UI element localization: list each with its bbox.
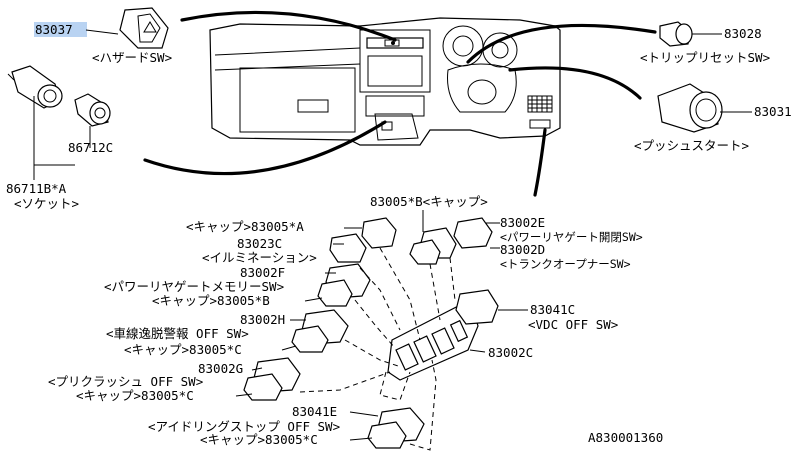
part-name-83023c: <イルミネーション>	[202, 250, 317, 265]
part-name-83028: <トリップリセットSW>	[640, 50, 770, 65]
part-number-83002c: 83002C	[488, 345, 533, 360]
part-number-83002h: 83002H	[240, 312, 285, 327]
part-number-83005c3: <キャップ>83005*C	[200, 432, 318, 447]
part-name-86711b: <ソケット>	[14, 196, 79, 211]
part-number-83002f: 83002F	[240, 265, 285, 280]
label-leaders	[235, 210, 500, 441]
part-name-83041c: <VDC OFF SW>	[528, 317, 618, 332]
socket-drawing	[7, 65, 111, 180]
dashboard-drawing	[209, 17, 561, 146]
part-name-83031: <プッシュスタート>	[634, 138, 749, 153]
part-name-83002f: <パワーリヤゲートメモリーSW>	[104, 279, 284, 294]
leader-push-start	[508, 66, 642, 100]
part-name-83037: <ハザードSW>	[92, 50, 172, 65]
leader-socket	[143, 120, 387, 176]
part-number-83037: 83037	[35, 22, 73, 37]
switch-panel-drawing	[243, 217, 528, 451]
part-number-83041e: 83041E	[292, 404, 337, 419]
part-number-83005c2: <キャップ>83005*C	[76, 388, 194, 403]
part-number-83031: 83031	[754, 104, 792, 119]
part-number-83005c1: <キャップ>83005*C	[124, 342, 242, 357]
part-number-83028: 83028	[724, 26, 762, 41]
part-number-83002e: 83002E	[500, 215, 545, 230]
part-number-83002d: 83002D	[500, 242, 545, 257]
part-name-83002d: <トランクオープナーSW>	[500, 257, 631, 271]
part-name-83002e: <パワーリヤゲート開閉SW>	[500, 230, 643, 244]
part-number-highlight	[34, 22, 87, 37]
part-number-86711b: 86711B*A	[6, 181, 67, 196]
part-number-86712c: 86712C	[68, 140, 113, 155]
diagram-id: A830001360	[588, 430, 663, 445]
part-number-83005b2: <キャップ>83005*B	[152, 293, 270, 308]
part-number-83005b: 83005*B<キャップ>	[370, 194, 488, 209]
part-name-83002h: <車線逸脱警報 OFF SW>	[106, 326, 249, 341]
part-number-83023c: 83023C	[237, 236, 282, 251]
hazard-switch-drawing	[85, 7, 169, 49]
leader-switch-panel	[533, 128, 547, 197]
trip-reset-drawing	[659, 21, 722, 47]
part-number-83002g: 83002G	[198, 361, 243, 376]
part-number-83041c: 83041C	[530, 302, 575, 317]
part-number-83005a: <キャップ>83005*A	[186, 219, 304, 234]
leader-trip-reset	[466, 23, 657, 64]
part-name-83041e: <アイドリングストップ OFF SW>	[148, 419, 340, 434]
leader-hazard	[180, 10, 397, 42]
push-start-drawing	[657, 83, 752, 133]
part-name-83002g: <プリクラッシュ OFF SW>	[48, 374, 203, 389]
